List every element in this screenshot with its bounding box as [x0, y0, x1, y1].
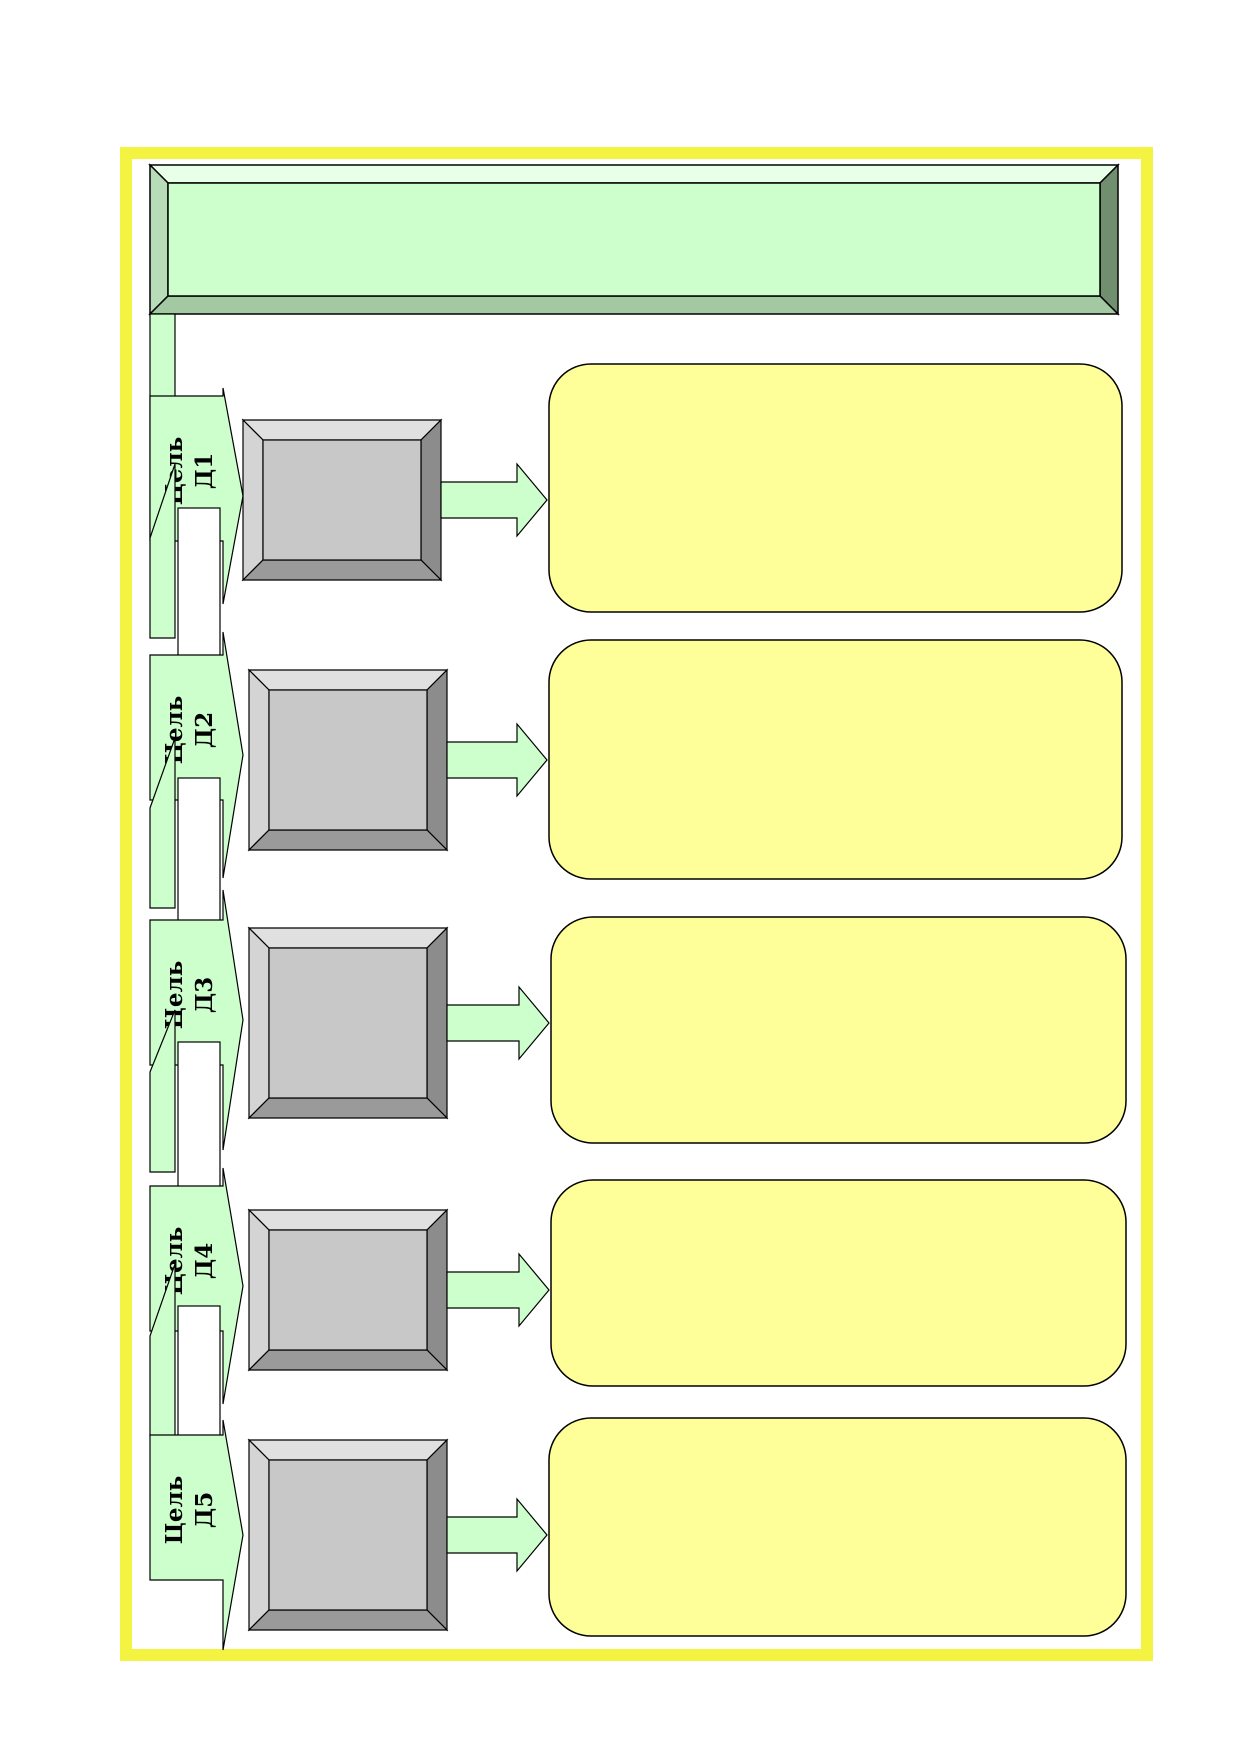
bevel-face [268, 689, 428, 831]
goal-label-line2-5: Д5 [191, 1492, 218, 1528]
goal-card-3 [550, 916, 1127, 1144]
goal-card-2 [548, 639, 1123, 880]
header-face [167, 182, 1101, 297]
bevel-top [247, 1439, 449, 1461]
bevel-bottom [247, 1349, 449, 1371]
goal-card-5 [548, 1417, 1127, 1637]
goal-label-line1-5: Цель [161, 1476, 188, 1545]
bevel-face [262, 439, 422, 561]
bevel-right [426, 668, 448, 852]
header-bevel-left [149, 163, 169, 316]
header-bevel-top [148, 164, 1120, 184]
bevel-bottom [247, 1609, 449, 1631]
beveled-square-icon-2 [247, 668, 449, 852]
header-bar [148, 163, 1120, 316]
bevel-right [420, 418, 442, 582]
box-to-card-arrow-2 [446, 722, 548, 798]
bevel-face [268, 1229, 428, 1351]
box-to-card-arrow-3 [446, 985, 550, 1061]
bevel-right [426, 926, 448, 1120]
bevel-bottom [247, 829, 449, 851]
connector-strip-2 [149, 463, 176, 639]
box-to-card-arrow-1 [440, 462, 548, 538]
goal-card-1 [548, 363, 1123, 613]
goal-card-4 [550, 1179, 1127, 1387]
bevel-right [426, 1438, 448, 1632]
goal-label-line2-1: Д1 [191, 453, 218, 489]
beveled-square-icon-3 [247, 926, 449, 1120]
bevel-face [268, 1459, 428, 1611]
bevel-top [241, 419, 443, 441]
bevel-left [248, 1208, 270, 1372]
bevel-left [248, 668, 270, 852]
bevel-left [248, 926, 270, 1120]
beveled-square-icon-1 [241, 418, 443, 582]
goal-label-line2-4: Д4 [191, 1243, 218, 1279]
goal-label-line2-3: Д3 [191, 977, 218, 1013]
connector-strip-4 [149, 1009, 176, 1173]
box-to-card-arrow-5 [446, 1497, 548, 1573]
bevel-top [247, 669, 449, 691]
goal-row-1: ЦельД1 [149, 363, 1123, 613]
goal-label-line2-2: Д2 [191, 712, 218, 748]
bevel-top [247, 1209, 449, 1231]
bevel-face [268, 947, 428, 1099]
bevel-left [242, 418, 264, 582]
header-bevel-right [1099, 163, 1119, 316]
bevel-top [247, 927, 449, 949]
goal-arrow-5 [149, 1419, 244, 1651]
goal-rows: ЦельД1ЦельД2ЦельД3ЦельД4ЦельД5 [149, 363, 1127, 1651]
bevel-left [248, 1438, 270, 1632]
box-to-card-arrow-4 [446, 1252, 550, 1328]
connector-strip-3 [149, 737, 176, 909]
header-bevel-bottom [148, 295, 1120, 315]
beveled-square-icon-5 [247, 1438, 449, 1632]
bevel-right [426, 1208, 448, 1372]
bevel-bottom [241, 559, 443, 581]
bevel-bottom [247, 1097, 449, 1119]
beveled-square-icon-4 [247, 1208, 449, 1372]
